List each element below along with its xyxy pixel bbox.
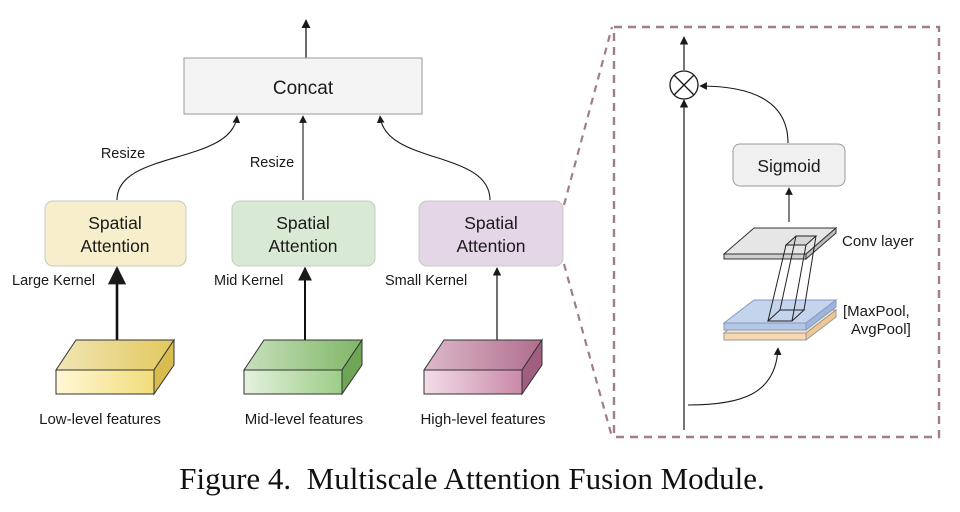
concat-label: Concat bbox=[273, 78, 334, 99]
spatial-attention-small: Spatial Attention bbox=[418, 200, 564, 267]
features-label-low: Low-level features bbox=[39, 411, 161, 428]
feature-block-mid bbox=[243, 338, 363, 396]
sigmoid-label: Sigmoid bbox=[757, 156, 820, 176]
sigmoid-output-arrow bbox=[699, 82, 789, 144]
spatial-attention-mid: Spatial Attention bbox=[231, 200, 376, 267]
attention-label-line1: Spatial bbox=[276, 213, 330, 233]
sigmoid-node: Sigmoid bbox=[732, 143, 846, 187]
pool-input-arrow bbox=[687, 347, 782, 406]
attention-label-line2: Attention bbox=[268, 236, 337, 256]
resize-label-middle: Resize bbox=[250, 155, 294, 171]
kernel-label-large: Large Kernel bbox=[12, 273, 95, 289]
features-label-mid: Mid-level features bbox=[245, 411, 363, 428]
figure-caption: Figure 4. Multiscale Attention Fusion Mo… bbox=[179, 461, 765, 496]
resize-label-left: Resize bbox=[101, 146, 145, 162]
pool-label-line2: AvgPool] bbox=[851, 321, 911, 338]
zoom-connector-bottom bbox=[562, 263, 614, 438]
detail-panel bbox=[612, 25, 941, 439]
kernel-label-small: Small Kernel bbox=[385, 273, 467, 289]
pooled-feature-stack bbox=[722, 298, 838, 342]
resize-arrow-left bbox=[116, 115, 241, 201]
kernel-label-mid: Mid Kernel bbox=[214, 273, 283, 289]
conv-layer-slab bbox=[722, 226, 838, 261]
feature-block-low bbox=[55, 338, 175, 396]
conv-layer-label: Conv layer bbox=[842, 233, 914, 250]
feature-block-high bbox=[423, 338, 543, 396]
attention-label-line2: Attention bbox=[80, 236, 149, 256]
attention-label-line1: Spatial bbox=[88, 213, 142, 233]
spatial-attention-large: Spatial Attention bbox=[44, 200, 187, 267]
attention-label-line1: Spatial bbox=[464, 213, 518, 233]
zoom-connector-top bbox=[562, 26, 614, 206]
pool-label-line1: [MaxPool, bbox=[843, 303, 910, 320]
features-label-high: High-level features bbox=[420, 411, 545, 428]
multiply-node-icon bbox=[669, 70, 699, 100]
resize-arrow-right bbox=[376, 115, 491, 201]
attention-label-line2: Attention bbox=[456, 236, 525, 256]
kernel-prism bbox=[766, 235, 818, 322]
concat-node: Concat bbox=[183, 57, 423, 115]
